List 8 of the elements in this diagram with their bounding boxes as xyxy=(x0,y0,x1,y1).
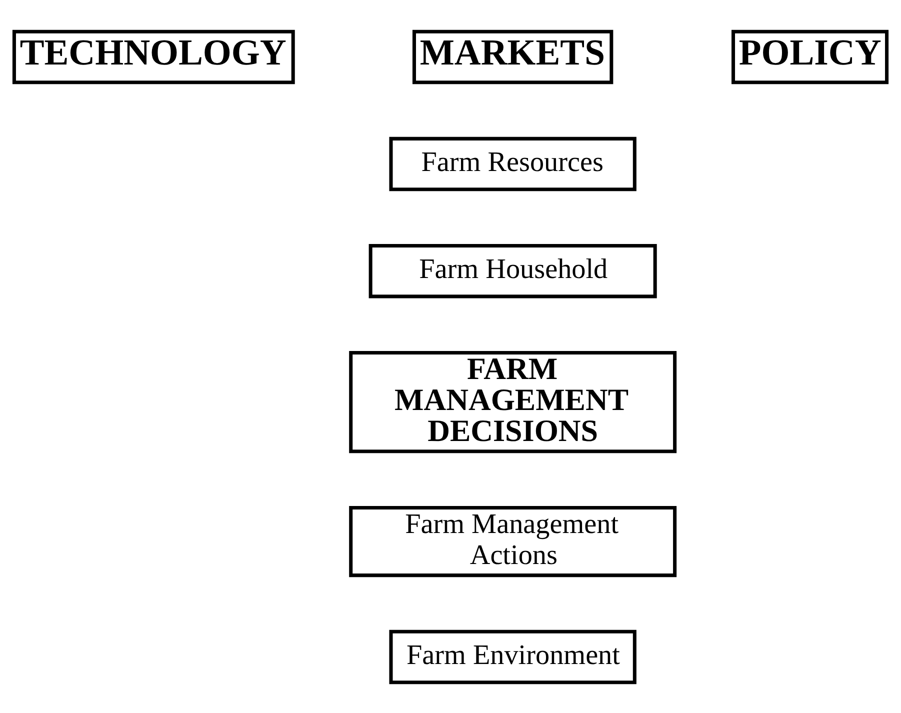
node-box: POLICY xyxy=(732,29,889,84)
node-box: Farm Environment xyxy=(389,629,636,684)
node-box: FARM MANAGEMENT DECISIONS xyxy=(349,350,677,453)
node-box: MARKETS xyxy=(412,29,614,84)
node-box: Farm Household xyxy=(368,243,657,298)
node-box: Farm Management Actions xyxy=(349,505,677,577)
node-box: TECHNOLOGY xyxy=(12,29,295,84)
node-box: Farm Resources xyxy=(389,136,636,191)
